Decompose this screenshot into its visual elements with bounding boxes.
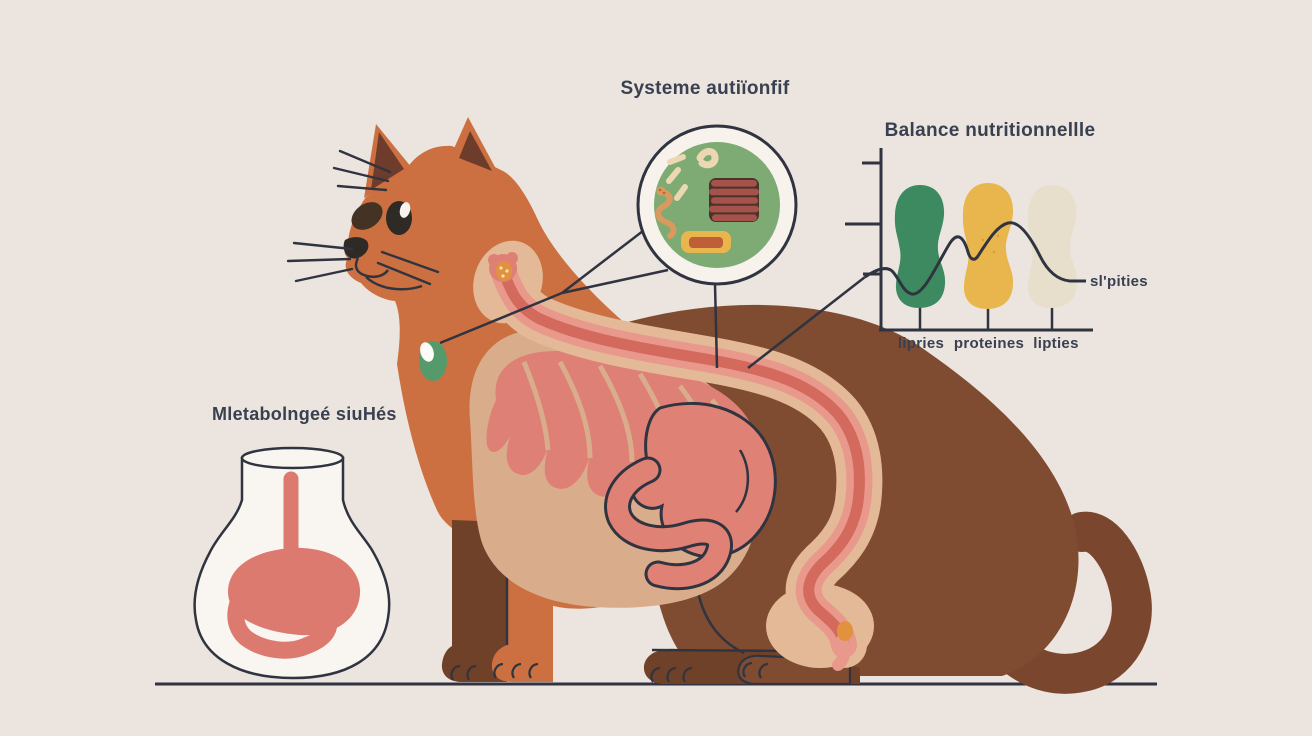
intestine-icon xyxy=(227,577,337,659)
category-label-proteins: proteines xyxy=(954,335,1024,352)
toe-arcs-hind-far xyxy=(742,661,769,679)
pendant-highlight xyxy=(420,342,434,362)
cat-stomach-inner-line xyxy=(735,449,750,513)
metabolism-flask-group xyxy=(193,446,391,680)
chart-title: Balance nutritionnellle xyxy=(885,120,1096,141)
eye-highlight xyxy=(399,202,411,218)
callout-wedge-line-upper xyxy=(561,223,653,294)
rectum-tail xyxy=(832,634,851,671)
digestive-detail-callout xyxy=(561,124,866,369)
left-ear-inner xyxy=(371,132,404,190)
nutrient-blob-yellow xyxy=(962,183,1014,309)
nutrition-chart: Balance nutritionnellle lipries proteine… xyxy=(845,120,1148,352)
trend-wave-line xyxy=(864,221,1086,296)
throat-inlet-icon xyxy=(488,252,518,282)
enzyme-capsule-icon xyxy=(681,231,731,253)
pendant-line xyxy=(439,291,563,345)
trend-line-label: sl'pities xyxy=(1090,273,1148,290)
rectum-tip xyxy=(837,621,853,641)
toe-arcs-front-far xyxy=(450,664,477,681)
category-label-lipids-2: lipties xyxy=(1033,335,1078,352)
callout-leader-line xyxy=(747,276,866,369)
whiskers xyxy=(286,149,440,286)
toe-arcs-hind-near xyxy=(650,666,693,683)
nutrient-blob-beige xyxy=(1027,185,1078,308)
category-label-lipids: lipries xyxy=(898,335,944,352)
front-leg-far xyxy=(441,520,507,682)
intestine-loop xyxy=(607,459,730,588)
brow-patch xyxy=(351,202,383,230)
toe-arcs-front-near xyxy=(493,662,539,679)
metabolism-label: Mletabolngeé siuHés xyxy=(212,404,397,424)
mouth-line xyxy=(354,257,390,279)
flask-opening xyxy=(240,446,345,470)
digestive-tube-core xyxy=(497,264,865,651)
cat-nose xyxy=(343,237,369,259)
microbe-squiggle-icons xyxy=(655,148,719,239)
right-ear-inner xyxy=(459,131,492,171)
villi-stack-icon xyxy=(709,178,759,222)
callout-wedge-line-lower xyxy=(561,268,669,295)
cat-illustration xyxy=(286,117,1152,694)
nutrient-blob-green xyxy=(894,185,946,308)
chin-line xyxy=(365,276,423,291)
main-title: Systeme autiïonfif xyxy=(620,78,789,99)
callout-stem-line xyxy=(713,283,719,369)
